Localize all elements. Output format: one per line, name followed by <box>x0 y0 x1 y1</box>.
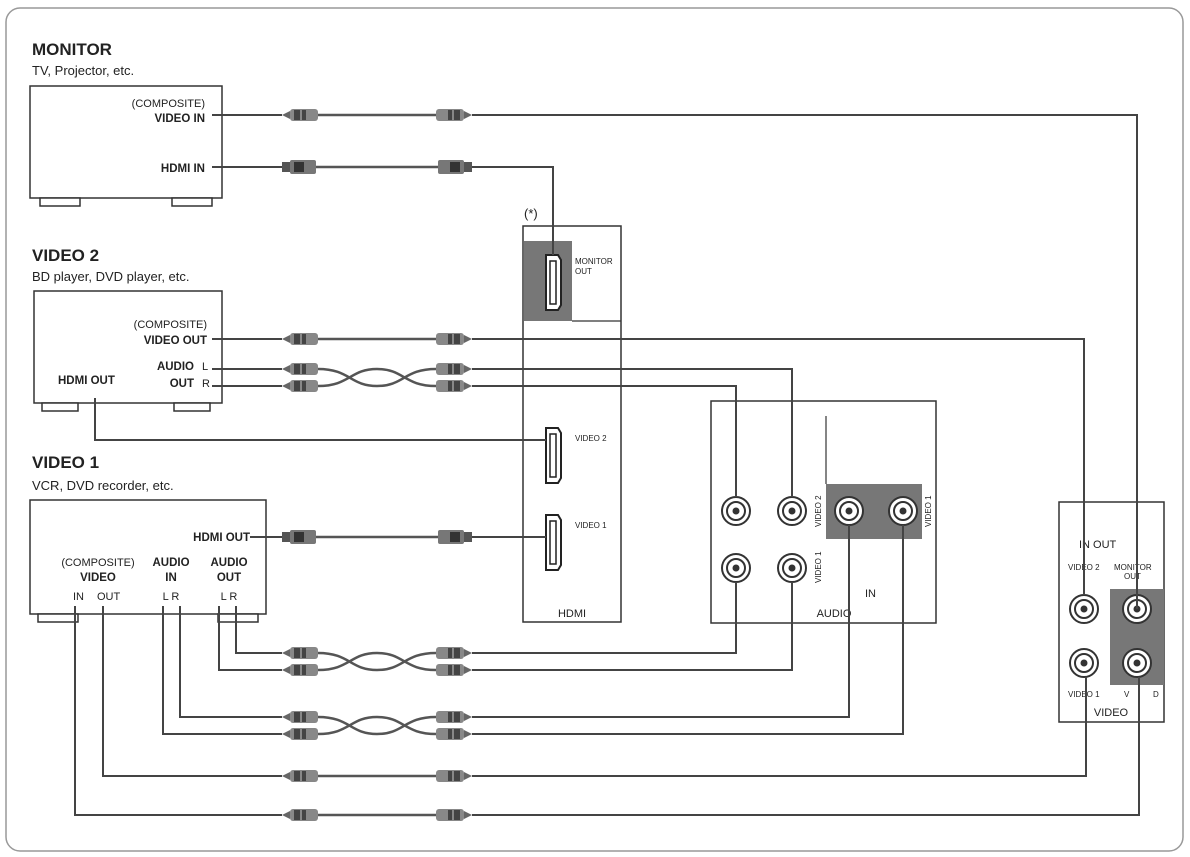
video1-audio-in-label: AUDIO <box>152 557 189 569</box>
video2-l-label: L <box>202 361 208 373</box>
receiver-audio-panel: VIDEO 2 VIDEO 1 VIDEO 1 IN AUDIO <box>710 400 937 624</box>
monitor-box <box>29 85 223 199</box>
video-panel-label: VIDEO <box>1094 707 1129 719</box>
video1-foot-left <box>37 613 79 623</box>
audio-jack-video2-l[interactable] <box>721 496 751 526</box>
video1-device: VIDEO 1 VCR, DVD recorder, etc. HDMI OUT… <box>29 453 267 623</box>
video-monitor-out-line2: OUT <box>1124 572 1141 581</box>
wire-video1-audio-in-r-b <box>472 525 904 735</box>
hdmi-video1-port[interactable] <box>545 514 562 571</box>
hdmi-monitor-out-port[interactable] <box>545 254 562 311</box>
audio-video1-side-label: VIDEO 1 <box>924 495 933 527</box>
wire-video2-audio-r-b <box>472 385 737 497</box>
wire-video1-audio-out-l-b <box>472 582 737 654</box>
wire-video2-composite-b <box>472 338 1085 595</box>
video1-video-label: VIDEO <box>80 572 116 584</box>
video-jack-monitor-out-2[interactable] <box>1122 648 1152 678</box>
plug-monitor-hdmi-left <box>282 160 316 174</box>
wire-monitor-hdmi-b <box>472 166 554 255</box>
wire-video1-composite-out-a <box>102 606 282 777</box>
video-jack-video1[interactable] <box>1069 648 1099 678</box>
video2-video-out-label: VIDEO OUT <box>144 335 207 347</box>
wire-video1-audio-out-r-b <box>472 582 793 671</box>
video1-composite-label: (COMPOSITE) <box>61 557 134 569</box>
wire-video1-audio-out-r-a <box>235 606 282 654</box>
video-jack-video2[interactable] <box>1069 594 1099 624</box>
monitor-video-in-label: VIDEO IN <box>155 113 205 125</box>
monitor-foot-left <box>39 197 81 207</box>
plug-video1-hdmi-right <box>438 530 472 544</box>
video2-box <box>33 290 223 404</box>
monitor-device: MONITOR TV, Projector, etc. (COMPOSITE) … <box>29 40 223 207</box>
video1-audio-in-sub: IN <box>165 572 177 584</box>
audio-video2-label: VIDEO 2 <box>814 495 823 527</box>
video2-composite-label: (COMPOSITE) <box>134 319 207 331</box>
wire-video1-composite-out-b <box>472 677 1087 777</box>
hdmi-video2-label: VIDEO 2 <box>575 434 607 443</box>
wire-video1-audio-in-l-b <box>472 525 850 718</box>
video1-in-label: IN <box>73 591 84 603</box>
video1-audio-out-label: AUDIO <box>210 557 247 569</box>
video1-box <box>29 499 267 615</box>
plug-video1-hdmi-left <box>282 530 316 544</box>
video2-audio-label: AUDIO <box>157 361 194 373</box>
video2-device: VIDEO 2 BD player, DVD player, etc. (COM… <box>32 246 223 412</box>
wire-video1-composite-in-a <box>74 606 282 816</box>
audio-panel-label: AUDIO <box>817 608 852 620</box>
video2-hdmi-out-label: HDMI OUT <box>58 375 115 387</box>
receiver-hdmi-panel: (*) MONITOR OUT VIDEO 2 VIDEO 1 HDMI <box>522 206 622 623</box>
video2-out-label: OUT <box>170 378 194 390</box>
wire-video1-audio-in-l-a <box>162 606 282 735</box>
monitor-title: MONITOR <box>32 40 112 59</box>
video2-foot-left <box>41 402 79 412</box>
video1-audio-out-sub: OUT <box>217 572 241 584</box>
wire-video1-audio-in-r-a <box>179 606 282 718</box>
video1-subtitle: VCR, DVD recorder, etc. <box>32 478 174 493</box>
audio-jack-video1-in-l[interactable] <box>834 496 864 526</box>
video2-title: VIDEO 2 <box>32 246 99 265</box>
video1-foot-right <box>217 613 259 623</box>
hdmi-video1-label: VIDEO 1 <box>575 521 607 530</box>
audio-video1-label: VIDEO 1 <box>814 551 823 583</box>
plug-monitor-hdmi-right <box>438 160 472 174</box>
video2-r-label: R <box>202 378 210 390</box>
video1-out-label: OUT <box>97 591 121 603</box>
audio-in-label: IN <box>865 588 876 600</box>
audio-jack-video2-r[interactable] <box>777 496 807 526</box>
receiver-video-panel: IN OUT VIDEO 2 MONITOR OUT VIDEO 1 V D V… <box>1058 501 1165 723</box>
video-in-out-label: IN OUT <box>1079 539 1117 551</box>
audio-jack-video1-in-r[interactable] <box>888 496 918 526</box>
monitor-foot-right <box>171 197 213 207</box>
monitor-out-label-line2: OUT <box>575 267 592 276</box>
audio-jack-video1-l[interactable] <box>721 553 751 583</box>
wire-video1-audio-out-l-a <box>218 606 282 671</box>
video1-audio-out-lr: L R <box>221 591 238 603</box>
monitor-out-label-line1: MONITOR <box>575 257 613 266</box>
video2-foot-right <box>173 402 211 412</box>
wire-video2-hdmi <box>94 398 546 441</box>
wire-video2-audio-l-b <box>472 368 793 497</box>
audio-jack-video1-r[interactable] <box>777 553 807 583</box>
video-d-label: D <box>1153 690 1159 699</box>
receiver-note: (*) <box>524 206 538 221</box>
cable-routes <box>74 114 1140 816</box>
monitor-hdmi-in-label: HDMI IN <box>161 163 205 175</box>
monitor-composite-label: (COMPOSITE) <box>132 98 205 110</box>
hdmi-panel-label: HDMI <box>558 608 586 620</box>
monitor-subtitle: TV, Projector, etc. <box>32 63 134 78</box>
hdmi-video2-port[interactable] <box>545 427 562 484</box>
wire-video1-composite-in-b <box>472 677 1140 816</box>
video1-audio-in-lr: L R <box>163 591 180 603</box>
video-monitor-out-line1: MONITOR <box>1114 563 1152 572</box>
cable-bodies <box>316 113 438 817</box>
video2-subtitle: BD player, DVD player, etc. <box>32 269 190 284</box>
video-v-label: V <box>1124 690 1130 699</box>
video1-title: VIDEO 1 <box>32 453 99 472</box>
video1-hdmi-out-label: HDMI OUT <box>193 532 250 544</box>
wire-monitor-composite-b <box>472 114 1138 609</box>
video-video1-label: VIDEO 1 <box>1068 690 1100 699</box>
